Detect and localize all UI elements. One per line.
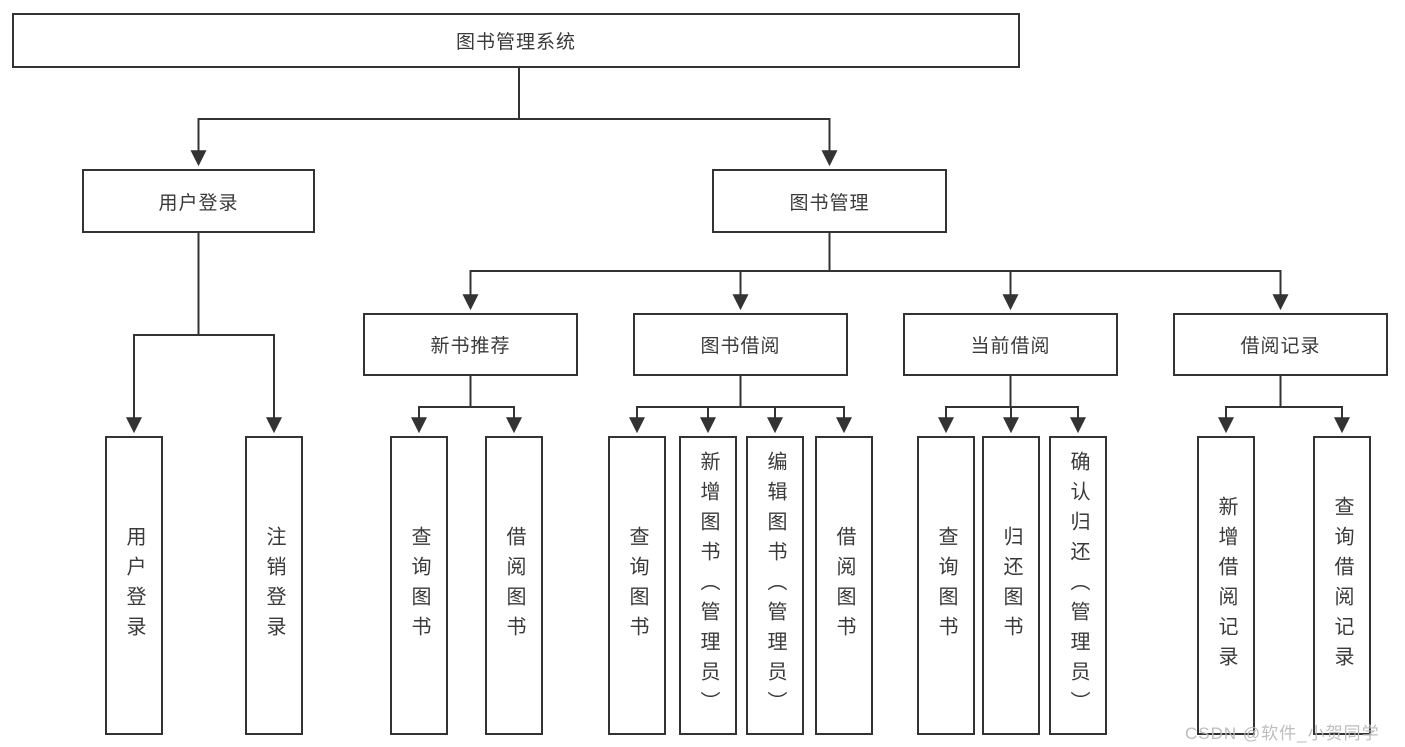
leaf-add-books-admin: 新增图书（管理员） [679,436,737,735]
node-label: 当前借阅 [970,336,1051,357]
leaf-label: 注销登录 [263,525,285,646]
node-label: 图书借阅 [700,336,781,357]
leaf-label: 借阅图书 [833,525,855,646]
leaf-add-borrow-record: 新增借阅记录 [1197,436,1255,735]
node-new-book-recommendation: 新书推荐 [363,313,578,376]
leaf-edit-books-admin: 编辑图书（管理员） [746,436,804,735]
node-current-borrowing: 当前借阅 [903,313,1118,376]
leaf-query-books-recommend: 查询图书 [390,436,448,735]
node-library-management-system: 图书管理系统 [12,13,1020,68]
leaf-label: 新增借阅记录 [1215,495,1237,676]
leaf-query-borrow-record: 查询借阅记录 [1313,436,1371,735]
leaf-logout: 注销登录 [245,436,303,735]
leaf-label: 查询借阅记录 [1331,495,1353,676]
node-book-management: 图书管理 [712,169,947,233]
leaf-return-books: 归还图书 [982,436,1040,735]
leaf-label: 查询图书 [626,525,648,646]
leaf-query-books-borrow: 查询图书 [608,436,666,735]
leaf-label: 新增图书（管理员） [697,450,719,721]
node-label: 借阅记录 [1240,336,1321,357]
leaf-label: 编辑图书（管理员） [764,450,786,721]
node-label: 图书管理 [789,192,870,214]
leaf-label: 查询图书 [408,525,430,646]
leaf-query-books-current: 查询图书 [917,436,975,735]
leaf-label: 借阅图书 [503,525,525,646]
leaf-confirm-return-admin: 确认归还（管理员） [1049,436,1107,735]
leaf-borrow-books-recommend: 借阅图书 [485,436,543,735]
leaf-label: 用户登录 [123,525,145,646]
node-borrowing-records: 借阅记录 [1173,313,1388,376]
leaf-borrow-books: 借阅图书 [815,436,873,735]
node-label: 新书推荐 [430,336,511,357]
leaf-label: 归还图书 [1000,525,1022,646]
leaf-user-login: 用户登录 [105,436,163,735]
leaf-label: 确认归还（管理员） [1067,450,1089,721]
node-user-login: 用户登录 [82,169,315,233]
leaf-label: 查询图书 [935,525,957,646]
node-book-borrowing: 图书借阅 [633,313,848,376]
node-label: 用户登录 [158,192,239,214]
node-label: 图书管理系统 [455,32,576,53]
